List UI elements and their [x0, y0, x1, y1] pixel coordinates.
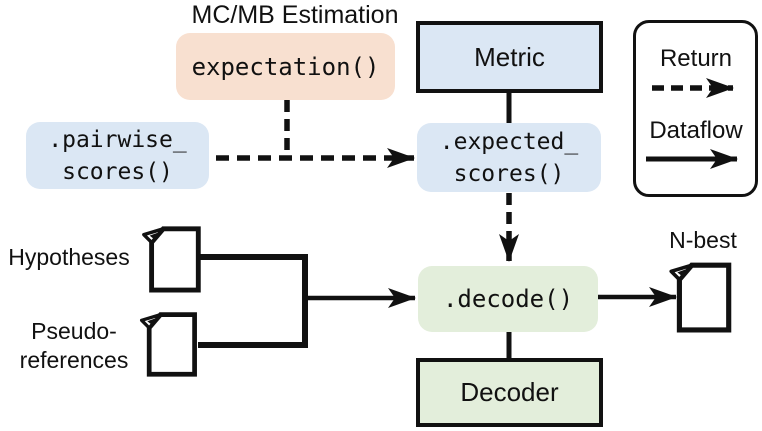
pairwise-scores-method-node: .pairwise_ scores() — [26, 122, 209, 189]
legend-dataflow-label: Dataflow — [649, 117, 743, 144]
decode-label: .decode() — [442, 285, 574, 313]
pairwise-label-line2: scores() — [62, 158, 173, 185]
estimation-title: MC/MB Estimation — [191, 1, 399, 29]
n-best-label: N-best — [669, 227, 737, 253]
edge-inputs-join — [198, 254, 308, 348]
hypotheses-document-icon — [144, 229, 198, 290]
expectation-label: expectation() — [191, 52, 380, 81]
decode-method-node: .decode() — [418, 266, 598, 332]
pseudo-label-line2: references — [19, 347, 129, 373]
pseudo-label-line1: Pseudo- — [31, 318, 117, 344]
expected-label-line2: scores() — [453, 160, 565, 187]
pairwise-label-line1: .pairwise_ — [48, 126, 187, 153]
expected-scores-method-node: .expected_ scores() — [417, 123, 601, 192]
decoder-label: Decoder — [460, 377, 559, 407]
pseudo-references-label: Pseudo- references — [4, 317, 144, 375]
hypotheses-label: Hypotheses — [8, 244, 130, 270]
legend-return-label: Return — [659, 45, 733, 72]
n-best-document-icon — [671, 265, 729, 330]
legend-box — [633, 20, 758, 197]
pseudo-references-document-icon — [142, 315, 195, 375]
decoder-class-node: Decoder — [416, 358, 603, 427]
expected-label-line1: .expected_ — [439, 128, 579, 155]
metric-label: Metric — [474, 41, 545, 72]
expectation-function-node: expectation() — [176, 33, 395, 100]
metric-class-node: Metric — [416, 21, 603, 93]
